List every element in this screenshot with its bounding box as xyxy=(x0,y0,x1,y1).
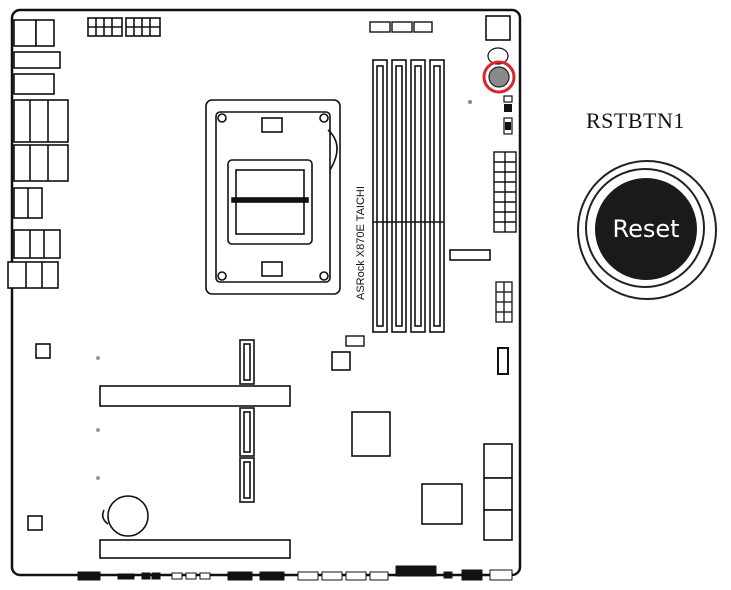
debug-leds xyxy=(503,95,513,135)
chipset-square-2 xyxy=(421,483,463,525)
connector-block xyxy=(449,249,491,261)
rear-io-blocks xyxy=(7,19,69,289)
top-header xyxy=(369,21,433,33)
small-header xyxy=(497,347,509,375)
pcie-slots xyxy=(99,385,291,559)
left-square xyxy=(35,343,51,359)
reset-button-face: Reset xyxy=(595,178,697,280)
small-square xyxy=(331,351,351,371)
cmos-battery xyxy=(101,495,149,537)
reset-highlight-ring xyxy=(482,60,516,94)
chipset-square xyxy=(351,411,391,457)
small-chip xyxy=(345,335,365,347)
left-square-2 xyxy=(27,515,43,531)
top-right-block xyxy=(485,15,511,41)
cpu-power-connectors xyxy=(87,17,161,37)
reset-button-onboard[interactable] xyxy=(488,66,510,88)
m2-slots xyxy=(239,339,255,503)
cpu-socket xyxy=(205,99,341,295)
reset-button-closeup: Reset xyxy=(577,160,717,300)
dimm-slots xyxy=(372,59,445,333)
reset-button-text: Reset xyxy=(612,215,680,243)
top-right-oval xyxy=(487,47,509,65)
mount-hole xyxy=(468,100,472,104)
callout-label: RSTBTN1 xyxy=(586,108,685,133)
board-silkscreen: ASRock X870E TAICHI xyxy=(355,186,367,300)
mount-holes xyxy=(96,356,100,480)
atx-power-connector xyxy=(493,151,517,233)
sata-ports xyxy=(483,443,513,541)
bottom-headers xyxy=(77,565,513,581)
usb-header xyxy=(495,281,513,323)
